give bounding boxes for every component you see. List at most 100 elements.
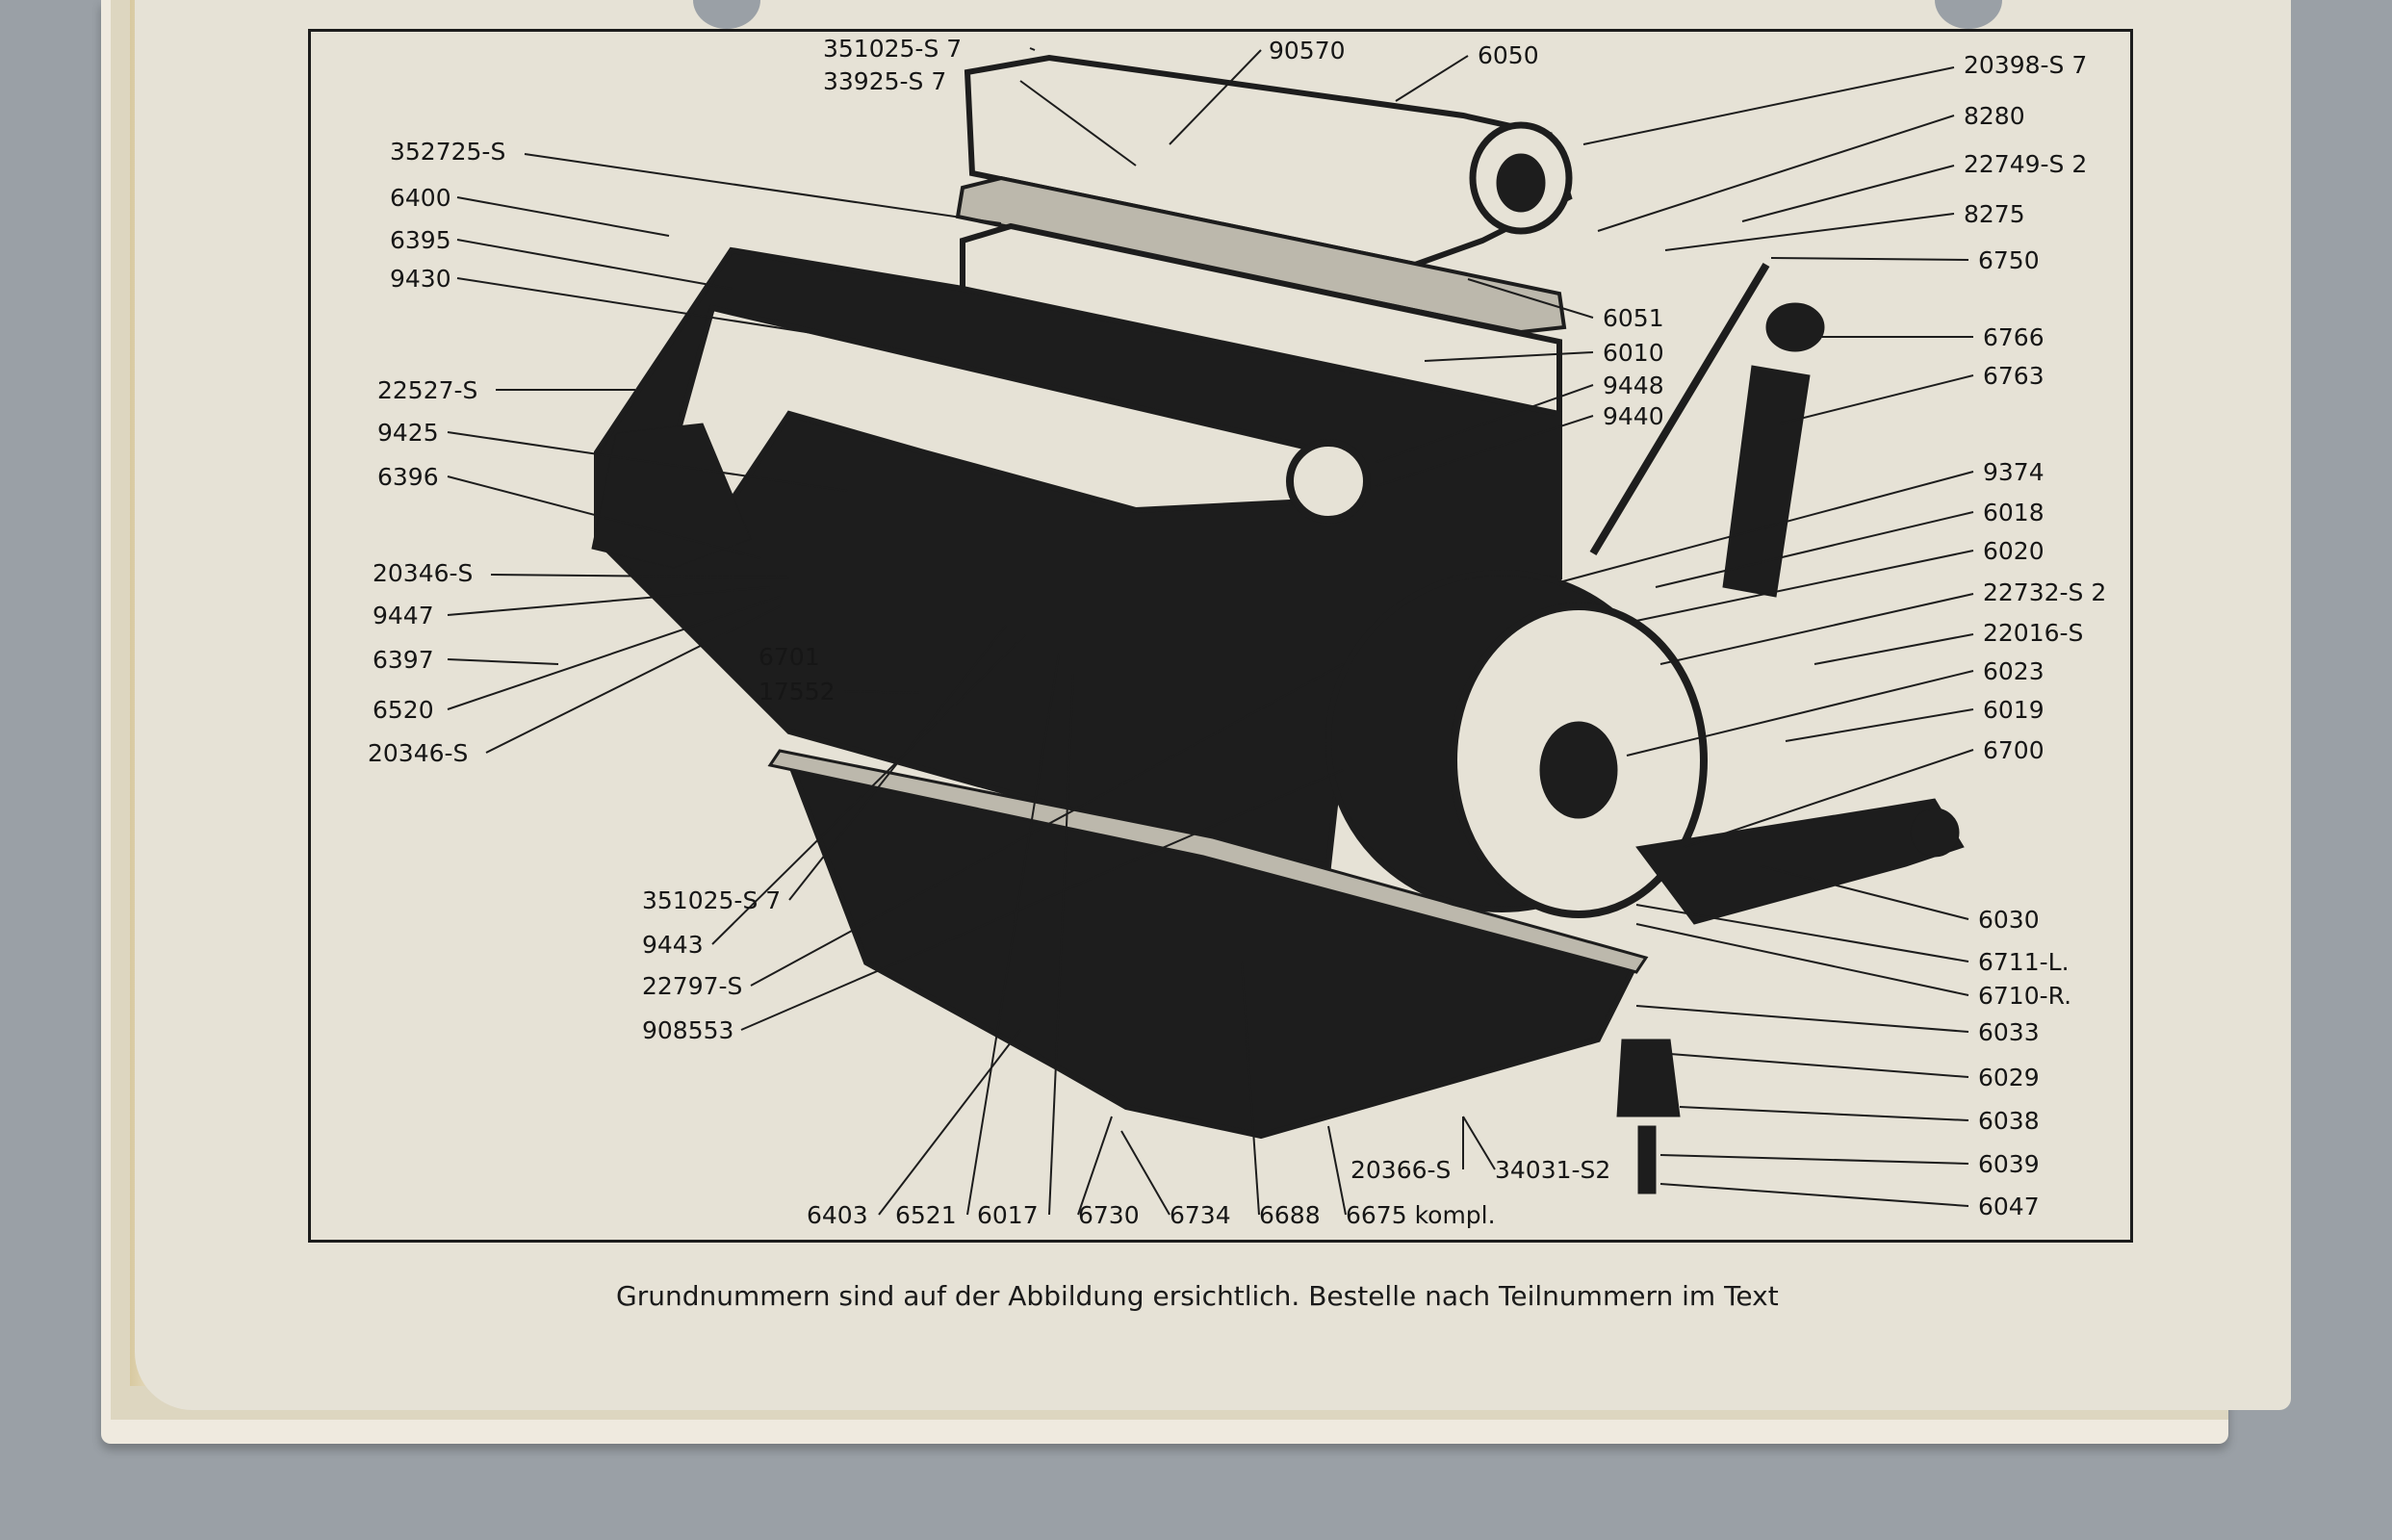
leader-line-l55 (1077, 1116, 1113, 1216)
leader-line-l31 (490, 574, 790, 578)
engine-illustration (591, 54, 1965, 1194)
part-label-l31: 20346-S (373, 559, 474, 587)
figure-caption: Grundnummern sind auf der Abbildung ersi… (616, 1280, 1779, 1312)
leader-line-l26 (1659, 593, 1974, 665)
leader-line-l34 (447, 596, 781, 710)
part-label-l52: 6403 (807, 1201, 868, 1229)
part-label-l48: 6039 (1978, 1150, 2040, 1178)
part-label-l01: 351025-S 7 (823, 35, 963, 63)
part-label-l47: 6038 (1978, 1107, 2040, 1135)
leader-line-l52 (878, 1029, 1021, 1216)
part-label-l08: 8275 (1964, 200, 2025, 228)
part-label-l53: 6521 (895, 1201, 957, 1229)
leader-line-l03 (1169, 49, 1262, 145)
part-label-l04: 6050 (1478, 41, 1539, 69)
part-label-l33: 6397 (373, 646, 434, 674)
leader-line-l14 (1467, 278, 1594, 319)
part-label-l16: 9448 (1603, 372, 1664, 399)
part-label-l45: 6033 (1978, 1018, 2040, 1046)
part-label-l12: 6395 (390, 226, 451, 254)
leader-line-l44 (1635, 923, 1969, 996)
part-label-l28: 6023 (1983, 657, 2045, 685)
part-label-l25: 6020 (1983, 537, 2045, 565)
part-label-l21: 9425 (377, 419, 439, 447)
part-label-l10: 352725-S (390, 138, 506, 166)
part-label-l40: 22797-S (642, 972, 743, 1000)
leader-line-l04 (1395, 55, 1469, 102)
part-label-l43: 6711-L. (1978, 948, 2070, 976)
leader-line-l30 (1684, 749, 1974, 848)
leader-line-l54 (1048, 673, 1074, 1216)
part-label-l46: 6029 (1978, 1064, 2040, 1091)
part-label-l58: 6675 kompl. (1346, 1201, 1496, 1229)
part-label-l11: 6400 (390, 184, 451, 212)
part-label-l57: 6688 (1259, 1201, 1321, 1229)
leader-line-l21 (447, 431, 848, 492)
leader-line-l35 (485, 605, 781, 754)
engine-mount-rubber (1616, 1039, 1681, 1117)
part-label-l37: 17552 (759, 678, 836, 706)
leader-line-l05 (1582, 66, 1955, 145)
mount-stud (1637, 1125, 1657, 1194)
leader-line-l27 (1813, 633, 1974, 665)
part-label-l54: 6017 (977, 1201, 1039, 1229)
leader-line-l24 (1655, 511, 1974, 588)
part-label-l35: 20346-S (368, 739, 469, 767)
leader-line-l39 (711, 634, 1026, 945)
part-label-l56: 6734 (1170, 1201, 1231, 1229)
leader-line-l28 (1626, 670, 1974, 757)
oil-filler-tube (1722, 365, 1811, 598)
part-label-l14: 6051 (1603, 304, 1664, 332)
part-label-l44: 6710-R. (1978, 982, 2072, 1010)
leader-line-l13 (456, 277, 838, 338)
leader-line-l06 (1597, 115, 1955, 232)
part-label-l50: 20366-S (1350, 1156, 1452, 1184)
part-label-l32: 9447 (373, 602, 434, 629)
leader-line-l23 (1558, 471, 1974, 583)
part-label-l41: 908553 (642, 1016, 734, 1044)
leader-line-l19 (1780, 374, 1974, 424)
leader-line-l11 (456, 196, 670, 237)
leader-line-l46 (1669, 1053, 1969, 1078)
part-label-l26: 22732-S 2 (1983, 578, 2107, 606)
part-label-l34: 6520 (373, 696, 434, 724)
dipstick (1589, 262, 1770, 556)
leader-line-l40 (750, 663, 1344, 987)
mount-ball (1910, 808, 1960, 858)
leader-line-l09 (1770, 257, 1969, 261)
part-label-l19: 6763 (1983, 362, 2045, 390)
oil-pan-gasket (767, 749, 1649, 974)
leader-line-l48 (1659, 1154, 1969, 1165)
part-label-l36: 6701 (759, 643, 820, 671)
part-label-l30: 6700 (1983, 736, 2045, 764)
leader-line-l12 (456, 239, 733, 290)
leader-line-l53 (966, 654, 1060, 1216)
leader-line-l10 (524, 153, 1002, 224)
part-label-l05: 20398-S 7 (1964, 51, 2088, 79)
leader-line-l41 (740, 769, 1344, 1031)
part-label-l27: 22016-S (1983, 619, 2084, 647)
leader-line-l58 (1327, 1125, 1347, 1216)
part-label-l23: 9374 (1983, 458, 2045, 486)
part-label-l39: 9443 (642, 931, 704, 959)
part-label-l03: 90570 (1269, 37, 1346, 64)
diagram-frame (308, 29, 2133, 1243)
part-label-l02: 33925-S 7 (823, 67, 947, 95)
part-label-l13: 9430 (390, 265, 451, 293)
part-label-l49: 6047 (1978, 1193, 2040, 1220)
part-label-l07: 22749-S 2 (1964, 150, 2088, 178)
leader-line-l45 (1635, 1005, 1969, 1033)
part-label-l17: 9440 (1603, 402, 1664, 430)
leader-line-l22 (447, 475, 761, 559)
leader-lines (447, 47, 1974, 1216)
leader-line-l01 (1029, 47, 1036, 51)
leader-line-l17 (1376, 415, 1594, 487)
part-label-l29: 6019 (1983, 696, 2045, 724)
part-label-l24: 6018 (1983, 499, 2045, 526)
leader-line-l16 (1376, 384, 1594, 463)
leader-line-l51 (1462, 1116, 1496, 1170)
leader-line-l42 (1761, 865, 1969, 920)
leader-line-l43 (1635, 904, 1969, 962)
leader-line-l37 (842, 690, 920, 694)
